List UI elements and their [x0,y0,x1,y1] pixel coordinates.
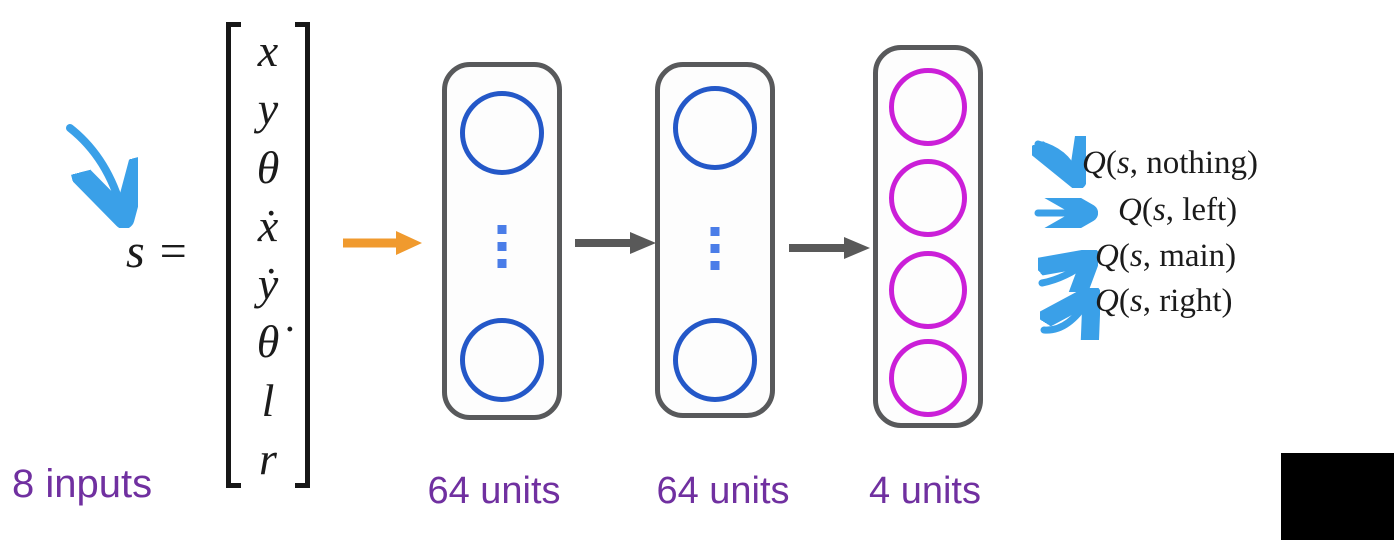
layer-2-units-label: 64 units [656,470,790,512]
q-state-var: s [1129,283,1143,319]
q-value-nothing: Q(s, nothing) [1082,145,1259,181]
vector-element-l: l [261,374,275,426]
q-state-var: s [1129,238,1143,274]
input-pointer-arrow-icon [66,124,138,228]
vector-left-bracket [226,22,241,488]
layer-1-units-label: 64 units [427,470,561,512]
q-state-var: s [1116,145,1130,181]
vector-elements: x y θ ẋ ẏ θ̇ l r [241,22,295,488]
layer-arrow-icon [575,232,656,254]
q-value-left: Q(s, left) [1118,192,1238,228]
vector-right-bracket [295,22,310,488]
neuron [889,339,967,417]
q-action-label: main [1159,238,1226,274]
neuron [889,68,967,146]
q-value-main: Q(s, main) [1095,238,1237,274]
hidden-layer-1 [442,62,562,420]
hidden-layer-2 [655,62,775,418]
ellipsis-dots [710,227,720,270]
dot [710,261,720,270]
q-right-arrow-icon [1040,288,1100,340]
q-action-label: right [1159,283,1222,319]
vector-element-r: r [259,432,277,484]
q-state-var: s [1152,192,1166,228]
q-main-arrow-icon [1038,250,1098,292]
neuron [460,91,544,175]
vector-element-x: x [257,25,279,76]
input-arrow-icon [343,231,422,255]
dot [497,259,507,268]
dot [497,225,507,234]
dot [710,244,720,253]
video-corner-overlay [1281,453,1394,540]
ellipsis-dots [497,225,507,268]
state-symbol: s = [126,225,190,278]
neuron [673,318,757,402]
q-action-label: left [1182,192,1227,228]
q-fn: Q [1118,192,1142,228]
state-vector: x y θ ẋ ẏ θ̇ l r [226,22,310,488]
vector-element-theta: θ [256,141,280,193]
vector-element-x-dot: ẋ [257,199,279,251]
q-fn: Q [1082,145,1106,181]
q-fn: Q [1095,283,1119,319]
inputs-count-label: 8 inputs [12,462,153,506]
neuron [889,159,967,237]
neuron [460,318,544,402]
output-layer [873,45,983,428]
neuron [889,251,967,329]
q-left-arrow-icon [1034,198,1098,228]
dot [710,227,720,236]
vector-element-theta-dot: θ̇ [256,316,280,368]
q-nothing-arrow-icon [1032,136,1086,188]
neuron [673,86,757,170]
q-fn: Q [1095,238,1119,274]
vector-element-y-dot: ẏ [257,258,279,310]
q-value-right: Q(s, right) [1095,283,1233,319]
layer-3-units-label: 4 units [869,470,981,512]
q-action-label: nothing [1146,145,1248,181]
layer-arrow-icon [789,237,870,259]
dot [497,242,507,251]
vector-element-y: y [257,83,279,135]
